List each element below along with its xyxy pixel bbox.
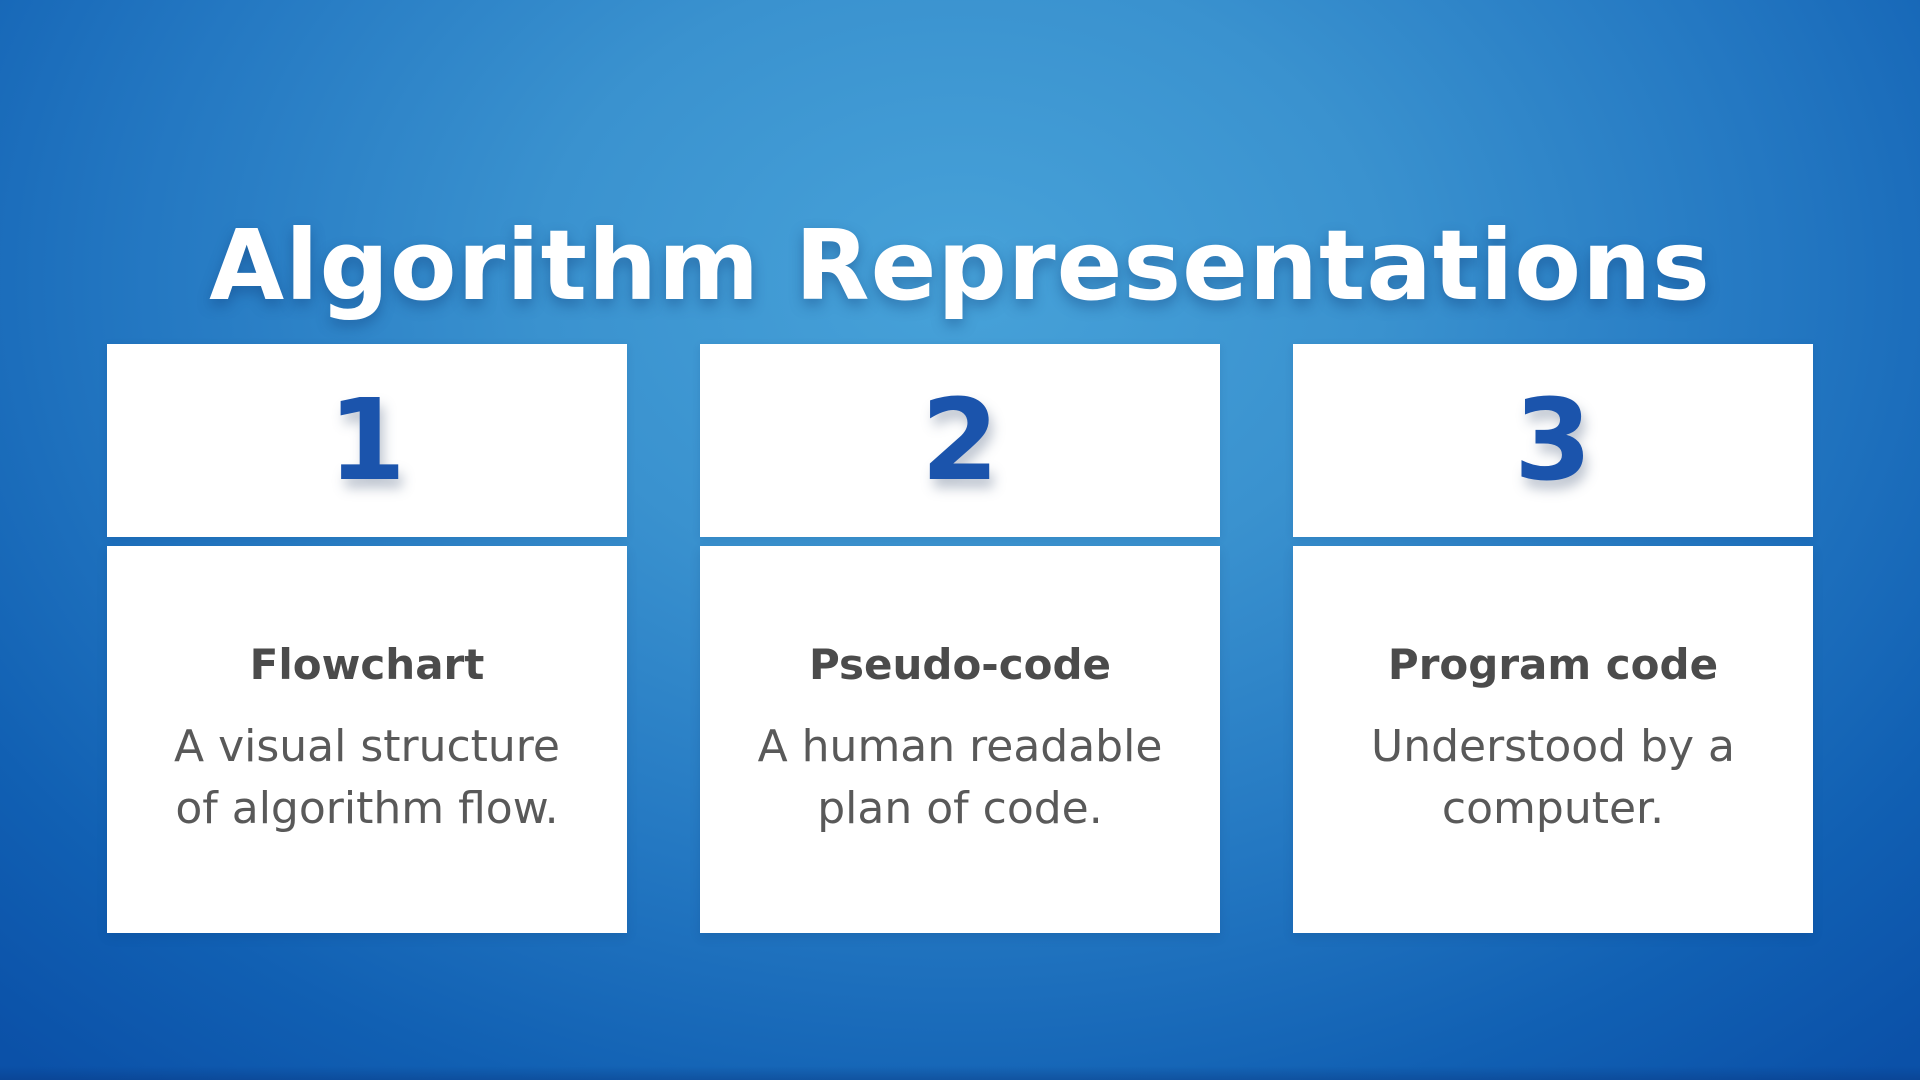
- card-heading: Flowchart: [249, 640, 485, 689]
- card-number-box: 3: [1293, 344, 1813, 537]
- card-body: Pseudo-code A human readable plan of cod…: [700, 546, 1220, 933]
- bottom-edge-shade: [0, 1066, 1920, 1080]
- card-divider-gap: [1293, 537, 1813, 546]
- card-description: Understood by a computer.: [1370, 721, 1736, 834]
- card-description: A visual structure of algorithm flow.: [173, 721, 560, 834]
- card-divider-gap: [700, 537, 1220, 546]
- card-body: Program code Understood by a computer.: [1293, 546, 1813, 933]
- card-heading: Program code: [1387, 640, 1719, 689]
- card-divider-gap: [107, 537, 627, 546]
- card-flowchart: 1 Flowchart A visual structure of algori…: [107, 344, 627, 933]
- card-number: 1: [328, 375, 406, 506]
- card-number-box: 1: [107, 344, 627, 537]
- card-program-code: 3 Program code Understood by a computer.: [1293, 344, 1813, 933]
- card-description: A human readable plan of code.: [757, 721, 1163, 834]
- card-pseudo-code: 2 Pseudo-code A human readable plan of c…: [700, 344, 1220, 933]
- page-title: Algorithm Representations: [209, 208, 1711, 322]
- card-heading: Pseudo-code: [808, 640, 1112, 689]
- cards-row: 1 Flowchart A visual structure of algori…: [0, 344, 1920, 933]
- card-number: 3: [1514, 375, 1592, 506]
- card-number: 2: [921, 375, 999, 506]
- card-number-box: 2: [700, 344, 1220, 537]
- card-body: Flowchart A visual structure of algorith…: [107, 546, 627, 933]
